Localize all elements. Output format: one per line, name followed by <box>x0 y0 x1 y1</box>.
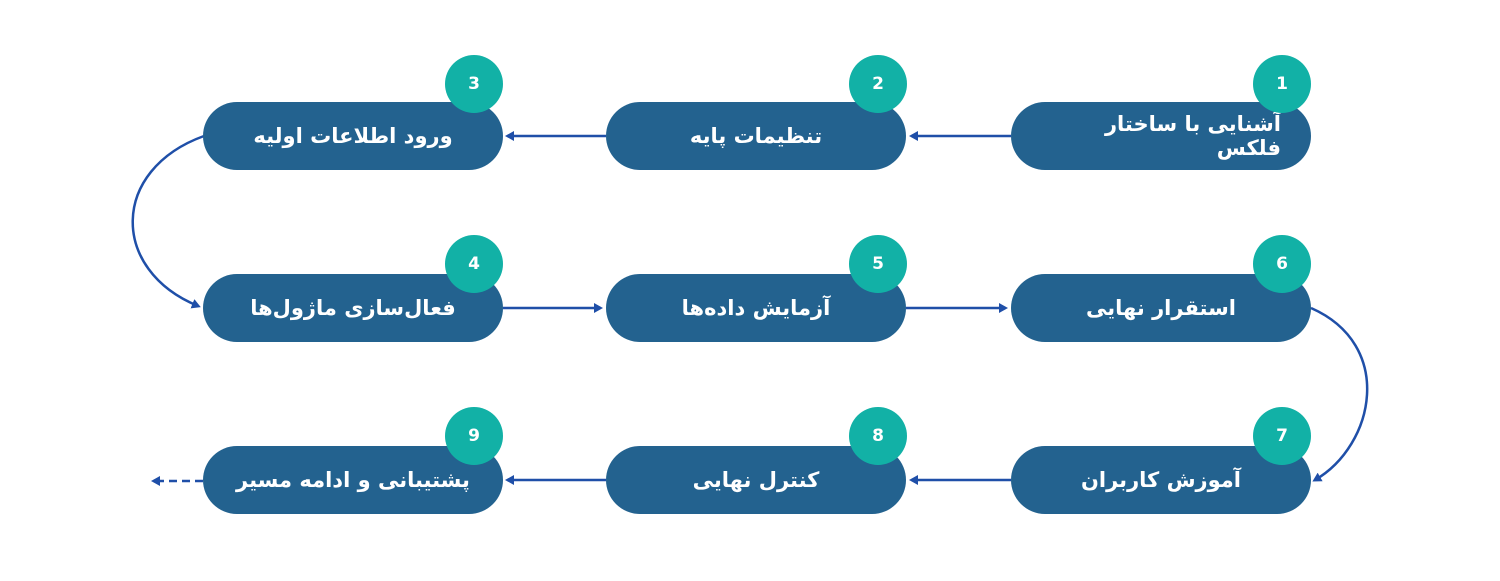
step-3-box: ورود اطلاعات اولیه <box>203 102 503 170</box>
step-2-label: تنظیمات پایه <box>689 124 823 148</box>
step-7-label: آموزش کاربران <box>1081 468 1242 492</box>
step-7-number-badge: 7 <box>1253 407 1311 465</box>
step-7-number: 7 <box>1276 426 1288 446</box>
step-1-label: آشنایی با ساختار فلکس <box>1104 112 1281 160</box>
step-9-number: 9 <box>468 426 480 446</box>
step-4-box: فعال‌سازی ماژول‌ها <box>203 274 503 342</box>
step-5-box: آزمایش داده‌ها <box>606 274 906 342</box>
step-3-number-badge: 3 <box>445 55 503 113</box>
step-5-label: آزمایش داده‌ها <box>681 296 831 320</box>
step-9-number-badge: 9 <box>445 407 503 465</box>
step-7-box: آموزش کاربران <box>1011 446 1311 514</box>
step-8-number: 8 <box>872 426 884 446</box>
step-3-label: ورود اطلاعات اولیه <box>253 124 453 148</box>
step-8-number-badge: 8 <box>849 407 907 465</box>
step-9-box: پشتیبانی و ادامه مسیر <box>203 446 503 514</box>
step-6-number: 6 <box>1276 254 1288 274</box>
step-2-box: تنظیمات پایه <box>606 102 906 170</box>
step-8-label: کنترل نهایی <box>692 468 820 492</box>
step-4-number: 4 <box>468 254 480 274</box>
step-6-label: استقرار نهایی <box>1086 296 1236 320</box>
step-3-number: 3 <box>468 74 480 94</box>
step-4-label: فعال‌سازی ماژول‌ها <box>250 296 456 320</box>
step-5-number-badge: 5 <box>849 235 907 293</box>
step-6-number-badge: 6 <box>1253 235 1311 293</box>
step-2-number: 2 <box>872 74 884 94</box>
step-1-box: آشنایی با ساختار فلکس <box>1011 102 1311 170</box>
step-8-box: کنترل نهایی <box>606 446 906 514</box>
arrow-step6-to-step7 <box>1310 306 1369 482</box>
step-6-box: استقرار نهایی <box>1011 274 1311 342</box>
step-1-number: 1 <box>1276 74 1288 94</box>
step-5-number: 5 <box>872 254 884 274</box>
arrow-step3-to-step4 <box>131 134 205 309</box>
step-2-number-badge: 2 <box>849 55 907 113</box>
step-9-label: پشتیبانی و ادامه مسیر <box>236 468 470 492</box>
step-4-number-badge: 4 <box>445 235 503 293</box>
step-1-number-badge: 1 <box>1253 55 1311 113</box>
